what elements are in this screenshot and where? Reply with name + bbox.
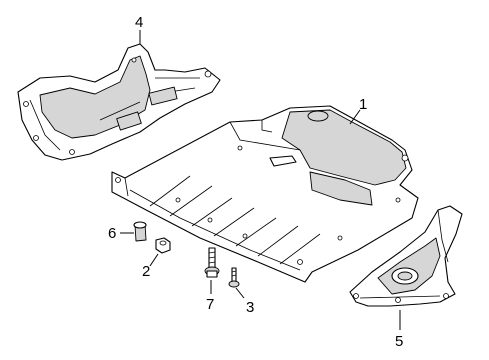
part-6-clip[interactable] <box>133 221 147 242</box>
callout-4: 4 <box>135 14 143 31</box>
part-1-engine-cover[interactable] <box>111 105 419 283</box>
callout-7: 7 <box>206 296 214 313</box>
callout-1: 1 <box>359 96 367 113</box>
callout-3: 3 <box>246 299 254 316</box>
part-2-nut[interactable] <box>155 237 171 254</box>
leader-2 <box>149 253 159 267</box>
callout-2: 2 <box>142 263 150 280</box>
leader-3 <box>235 287 245 299</box>
part-5-lower-shield[interactable] <box>349 205 463 307</box>
part-4-splash-shield[interactable] <box>17 43 221 161</box>
part-3-screw[interactable] <box>228 267 240 288</box>
leader-1 <box>349 109 361 125</box>
part-7-bolt[interactable] <box>204 247 220 278</box>
callout-6: 6 <box>108 225 116 242</box>
callout-5: 5 <box>395 333 403 350</box>
leader-lines <box>120 30 401 330</box>
